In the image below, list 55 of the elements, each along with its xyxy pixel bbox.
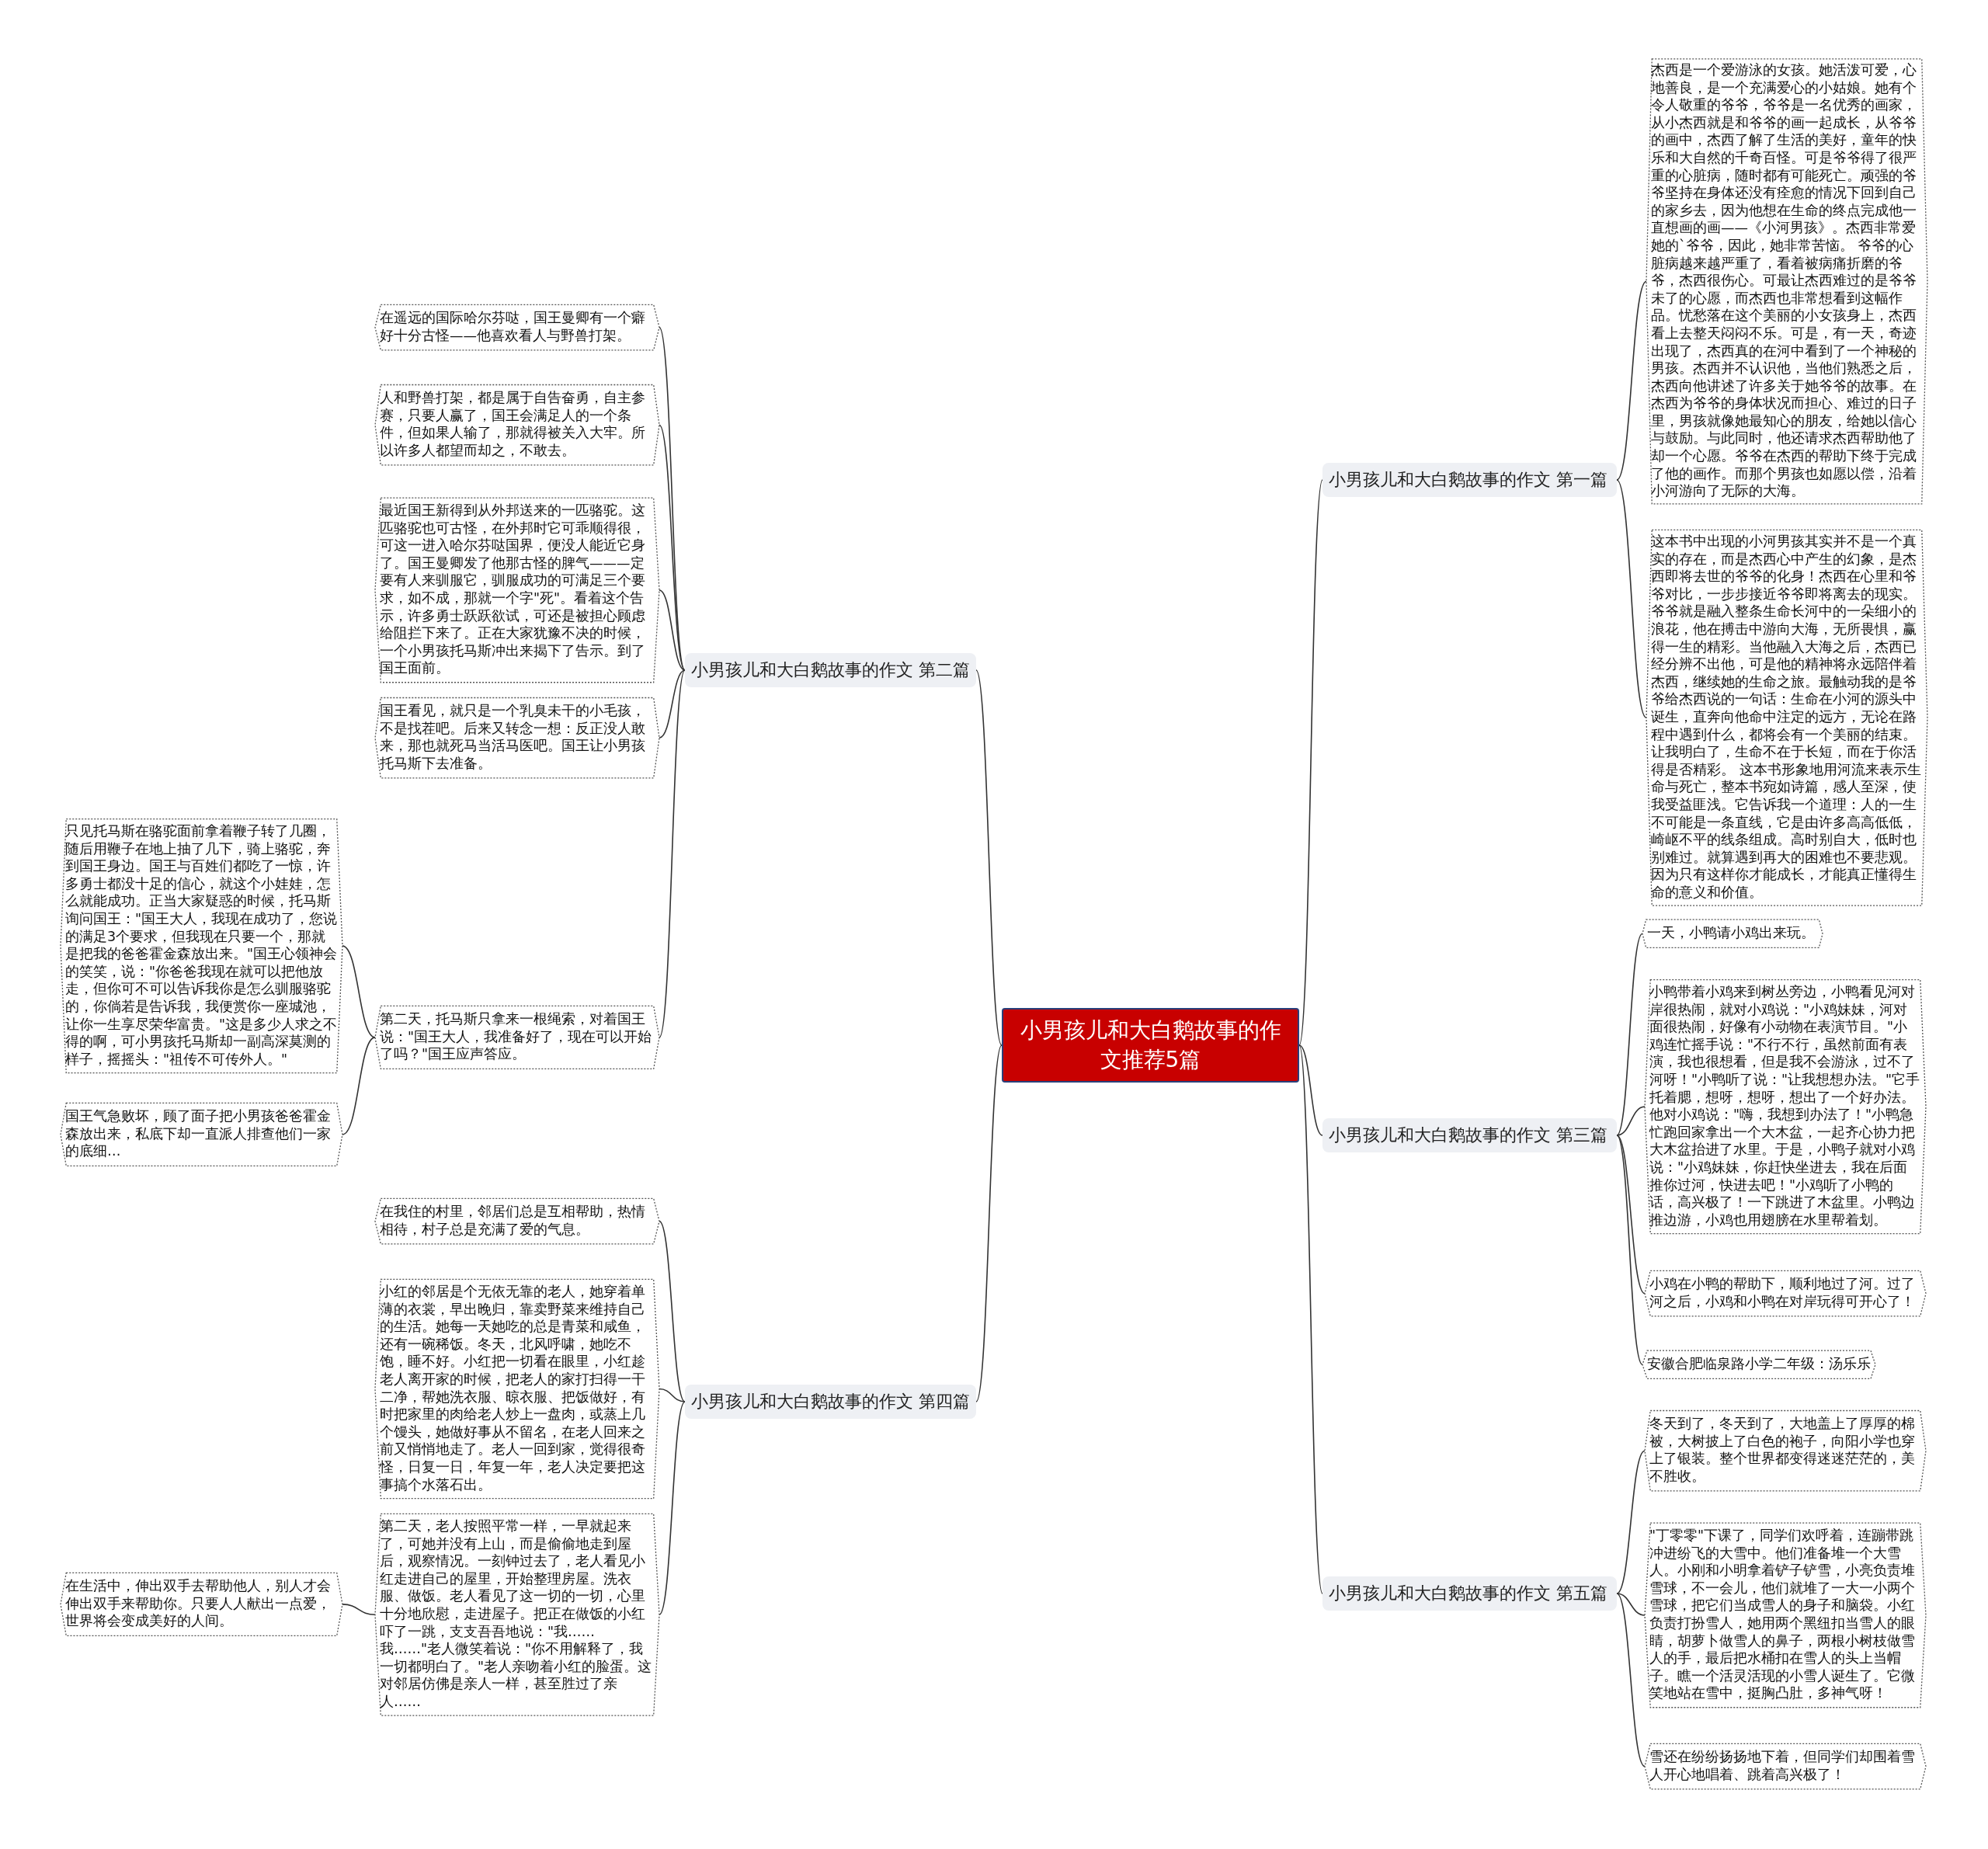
connector-line [659,589,686,671]
connector-line [1616,1135,1643,1366]
connector-line [1616,479,1647,719]
connector-line [659,1388,686,1402]
connector-line [1616,1593,1646,1616]
text-card [375,1006,659,1069]
connector-line [659,669,686,1038]
connector-line [659,424,686,671]
branch-topic-box: 小男孩儿和大白鹅故事的作文 第二篇 [685,653,976,687]
connector-line [1616,933,1643,1136]
connector-line [1298,1044,1323,1136]
paragraph-text: 杰西是一个爱游泳的女孩。她活泼可爱，心地善良，是一个充满爱心的小姑娘。她有个令人敬重的爷爷，爷爷是一名优秀的画家，从小杰西就是和爷爷的画一起成长，从爷爷的画中，杰西了解了生活的美好，童年的快乐和大自然的千奇百怪。可是爷爷得了很严重的心脏病，随时都有可能死亡。顽强的爷爷坚持在身体还没有痊愈的情况下回到自己的家乡去，因为他想在生命的终点完成他一直想画的画——《小河男孩》。杰西非常爱她的`爷爷，因此，她非常苦恼。 爷爷的心脏病越来越严重了，看着被病痛折磨的爷爷，杰西很伤心。可最让杰西难过的是爷爷未了的心愿，而杰西也非常想看到这幅作品。忧愁落在这个美丽的小女孩身上，杰西看上去整天闷闷不乐。可是，有一天，奇迹出现了，杰西真的在河中看到了一个神秘的男孩。杰西并不认识他，当他们熟悉之后，杰西向他讲述了许多关于她爷爷的故事。在杰西为爷爷的身体状况而担心、难过的日子里，男孩就像她最知心的朋友，给她以信心与鼓励。与此同时，他还请求杰西帮助他了却一个心愿。爷爷在杰西的帮助下终于完成了他的画作。而那个男孩也如愿以偿，沿着小河游向了无际的大海。 [1651,61,1917,500]
paragraph-text: 冬天到了，冬天到了，大地盖上了厚厚的棉被，大树披上了白色的袍子，向阳小学也穿上了银装。整个世界都变得迷迷茫茫的，美不胜收。 [1649,1415,1916,1486]
paragraph-text: 小鸭带着小鸡来到树丛旁边，小鸭看见河对岸很热闹，就对小鸡说："小鸡妹妹，河对面很热闹，好像有小动物在表演节目。"小鸡连忙摇手说："不行不行，虽然前面有表演，我也很想看，但是我不会游泳，过不了河呀！"小鸭听了说："让我想想办法。"它手托着腮，想呀，想呀，想出了一个好办法。他对小鸡说："嗨，我想到办法了！"小鸭急忙跑回家拿出一个大木盆，一起齐心协力把大木盆抬进了水里。于是，小鸭子就对小鸡说："小鸡妹妹，你赶快坐进去，我在后面推你过河，快进去吧！"小鸡听了小鸭的话，高兴极了！一下跳进了木盆里。小鸭边推边游，小鸡也用翅膀在水里帮着划。 [1649,983,1921,1229]
connector-line [975,669,1003,1046]
paragraph-text: 小红的邻居是个无依无靠的老人，她穿着单薄的衣裳，早出晚归，靠卖野菜来维持自己的生活。她每一天她吃的总是青菜和咸鱼，还有一碗稀饭。冬天，北风呼啸，她吃不饱，睡不好。小红把一切看在眼里，小红趁老人离开家的时候，把老人的家打扫得一干二净，帮她洗衣服、晾衣服、把饭做好，有时把家里的肉给老人炒上一盘肉，或蒸上几个馒头，她做好事从不留名，在老人回来之前又悄悄地走了。老人一回到家，觉得很奇怪，日复一日，年复一年，老人决定要把这事搞个水落石出。 [380,1283,646,1494]
text-card [1642,1350,1875,1379]
connector-line [342,1604,376,1616]
paragraph-text: 只见托马斯在骆驼面前拿着鞭子转了几圈，随后用鞭子在地上抽了几下，骑上骆驼，奔到国王身边。国王与百姓们都吃了一惊，许多勇士都没十足的信心，就这个小娃娃，怎么就能成功。正当大家疑惑的时候，托马斯询问国王："国王大人，我现在成功了，您说的满足3个要求，但我现在只要一个，那就是把我的爸爸霍金森放出来。"国王心领神会的笑笑，说："你爸爸我现在就可以把他放走，但你可不可以告诉我你是怎么驯服骆驼的，你倘若是告诉我，我便赏你一座城池，让你一生享尽荣华富贵。"这是多少人求之不得的啊，可小男孩托马斯却一副高深莫测的样子，摇摇头："祖传不可传外人。" [65,822,338,1069]
paragraph-text: 国王看见，就只是一个乳臭未干的小毛孩，不是找茬吧。后来又转念一想：反正没人敢来，那也就死马当活马医吧。国王让小男孩托马斯下去准备。 [380,702,646,773]
paragraph-text: 安徽合肥临泉路小学二年级：汤乐乐 [1647,1355,1871,1373]
connector-line [1298,479,1323,1046]
text-card [375,304,659,351]
connector-line [1616,1450,1646,1594]
paragraph-text: 国王气急败坏，顾了面子把小男孩爸爸霍金森放出来，私底下却一直派人排查他们一家的底细… [65,1107,332,1160]
branch-topic-box: 小男孩儿和大白鹅故事的作文 第五篇 [1322,1576,1617,1611]
paragraph-text: 雪还在纷纷扬扬地下着，但同学们却围着雪人开心地唱着、跳着高兴极了！ [1649,1748,1916,1784]
paragraph-text: 在遥远的国际哈尔芬哒，国王曼卿有一个癖好十分古怪——他喜欢看人与野兽打架。 [380,309,646,345]
paragraph-text: 小鸡在小鸭的帮助下，顺利地过了河。过了河之后，小鸡和小鸭在对岸玩得可开心了！ [1649,1275,1916,1311]
branch-topic-box: 小男孩儿和大白鹅故事的作文 第四篇 [685,1385,976,1419]
branch-topic-box: 小男孩儿和大白鹅故事的作文 第三篇 [1322,1118,1617,1152]
text-card [1642,919,1823,948]
paragraph-text: "丁零零"下课了，同学们欢呼着，连蹦带跳冲进纷飞的大雪中。他们准备堆一个大雪人。小刚和小明拿着铲子铲雪，小亮负责堆雪球，不一会儿，他们就堆了一大一小两个雪球，把它们当成雪人的身子和脑袋。小红负责打扮雪人，她用两个黑纽扣当雪人的眼睛，胡萝卜做雪人的鼻子，两根小树枝做雪人的手，最后把水桶扣在雪人的头上当帽子。瞧一个活灵活现的小雪人诞生了。它微笑地站在雪中，挺胸凸肚，多神气呀！ [1649,1527,1916,1702]
paragraph-text: 第二天，托马斯只拿来一根绳索，对着国王说："国王大人，我准备好了，现在可以开始了吗？"国王应声答应。 [380,1010,653,1063]
connector-line [1616,1593,1646,1767]
text-card [1645,1743,1926,1790]
connector-line [659,1401,686,1616]
paragraph-text: 第二天，老人按照平常一样，一早就起来了，可她并没有上山，而是偷偷地走到屋后，观察情况。一刻钟过去了，老人看见小红走进自己的屋里，开始整理房屋。洗衣服、做饭。老人看见了这一切的一切，心里十分地欣慰，走进屋子。把正在做饭的小红吓了一跳，支支吾吾地说："我……我……"老人微笑着说："你不用解释了，我一切都明白了。"老人亲吻着小红的脸蛋。这对邻居仿佛是亲人一样，甚至胜过了亲人…… [380,1517,653,1711]
connector-line [975,1044,1003,1402]
connector-line [1616,1106,1646,1136]
paragraph-text: 最近国王新得到从外邦送来的一匹骆驼。这匹骆驼也可古怪，在外邦时它可乖顺得很，可这一进入哈尔芬哒国界，便没人能近它身了。国王曼卿发了他那古怪的脾气———定要有人来驯服它，驯服成功的可满足三个要求，如不成，那就一个字"死"。看着这个告示，许多勇士跃跃欲试，可还是被担心顾虑给阻拦下来了。正在大家犹豫不决的时候，一个小男孩托马斯冲出来揭下了告示。到了国王面前。 [380,502,646,677]
connector-line [1616,280,1647,481]
paragraph-text: 在我住的村里，邻居们总是互相帮助，热情相待，村子总是充满了爱的气息。 [380,1203,646,1239]
paragraph-text: 一天，小鸭请小鸡出来玩。 [1647,924,1816,942]
connector-line [659,326,686,671]
connector-line [659,1220,686,1402]
connector-line [1298,1044,1323,1594]
central-topic-box: 小男孩儿和大白鹅故事的作文推荐5篇 [1002,1008,1299,1083]
paragraph-text: 这本书中出现的小河男孩其实并不是一个真实的存在，而是杰西心中产生的幻象，是杰西即将去世的爷爷的化身！杰西在心里和爷爷对比，一步步接近爷爷即将离去的现实。爷爷就是融入整条生命长河中的一朵细小的浪花，他在搏击中游向大海，无所畏惧，赢得一生的精彩。当他融入大海之后，杰西已经分辨不出他，可是他的精神将永远陪伴着杰西，继续她的生命之旅。最触动我的是爷爷给杰西说的一句话：生命在小河的源头中诞生，直奔向他命中注定的远方，无论在路程中遇到什么，都将会有一个美丽的结束。让我明白了，生命不在于长短，而在于你活得是否精彩。 这本书形象地用河流来表示生命与死亡，整本书宛如诗篇，感人至深，使我受益匪浅。它告诉我一个道理：人的一生不可能是一条直线，它是由许多高高低低，崎岖不平的线条组成。高时别自大，低时也别难过。就算遇到再大的困难也不要悲观。因为只有这样你才能成长，才能真正懂得生命的意义和价值。 [1651,533,1922,902]
paragraph-text: 人和野兽打架，都是属于自告奋勇，自主参赛，只要人赢了，国王会满足人的一个条件，但如果人输了，那就得被关入大牢。所以许多人都望而却之，不敢去。 [380,389,646,460]
branch-topic-box: 小男孩儿和大白鹅故事的作文 第一篇 [1322,463,1617,497]
connector-line [659,669,686,739]
connector-line [342,1037,376,1135]
text-card [1645,1270,1926,1317]
paragraph-text: 在生活中，伸出双手去帮助他人，别人才会伸出双手来帮助你。只要人人献出一点爱，世界将会变成美好的人间。 [65,1577,332,1630]
